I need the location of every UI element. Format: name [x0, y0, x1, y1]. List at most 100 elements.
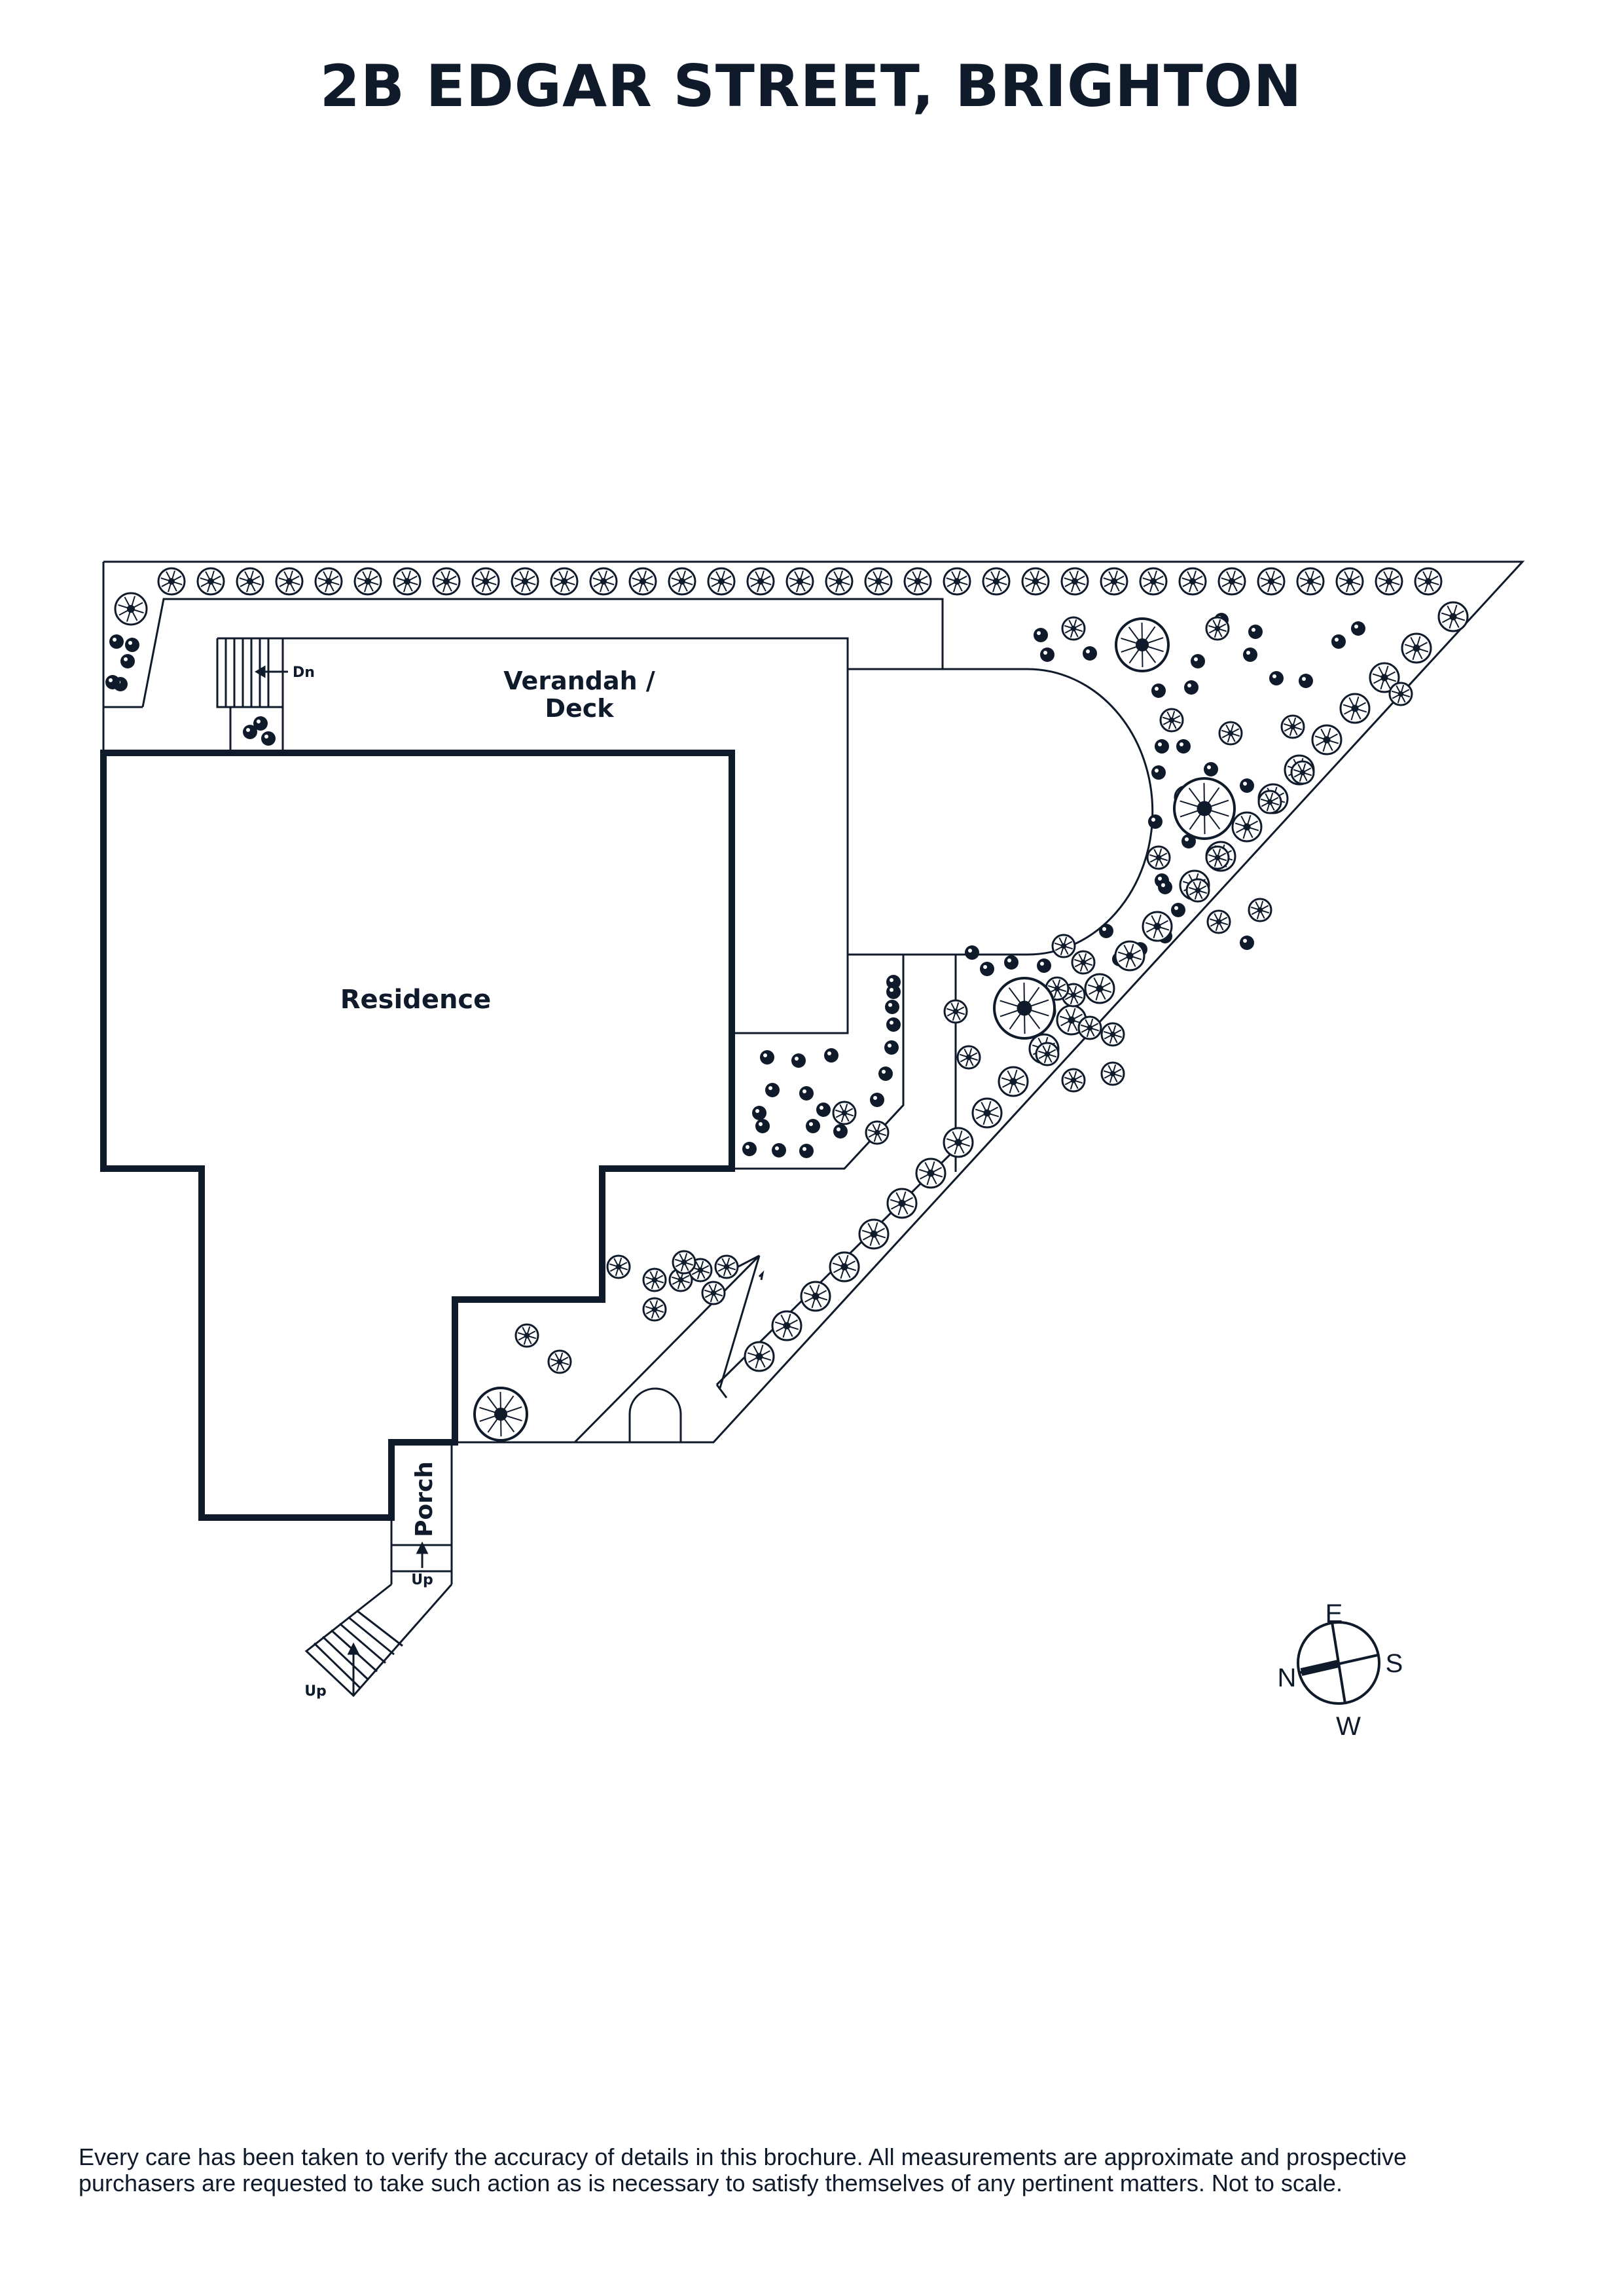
shrub-highlight [1151, 818, 1155, 822]
shrub-icon [885, 1000, 899, 1014]
compass: E S W N [1278, 1599, 1403, 1741]
tree-icon [642, 1267, 667, 1292]
shrub-highlight [775, 1146, 779, 1150]
tree-icon [1077, 1015, 1102, 1040]
tree-icon [1205, 616, 1230, 641]
shrub-highlight [827, 1051, 831, 1055]
hedge-tree-icon [825, 567, 854, 596]
page-title: 2B EDGAR STREET, BRIGHTON [319, 52, 1303, 120]
tree-icon [1061, 616, 1086, 641]
shrub-icon [1184, 680, 1198, 695]
tree-icon [1035, 1042, 1060, 1066]
compass-needle-north [1300, 1660, 1340, 1676]
hedge-tree-icon [800, 1281, 831, 1312]
tree-icon [701, 1281, 726, 1305]
shrub-icon [1158, 880, 1172, 894]
shrub-highlight [1302, 677, 1306, 681]
entry-steps-outline [304, 1583, 453, 1698]
disclaimer: Every care has been taken to verify the … [79, 2144, 1584, 2196]
tree-icon [1100, 1061, 1125, 1086]
shrub-highlight [1354, 625, 1358, 629]
shrub-icon [884, 1040, 899, 1055]
hedge-tree-icon [943, 1127, 974, 1158]
shrub-icon [833, 1124, 848, 1139]
shrub-highlight [1252, 628, 1255, 632]
shrub-highlight [1243, 782, 1247, 786]
hedge-tree-icon [1142, 911, 1173, 942]
shrubs [105, 613, 1365, 1158]
hedge-tree-icon [1375, 567, 1403, 596]
shrub-highlight [1155, 687, 1159, 691]
shrub-highlight [890, 978, 893, 982]
hedge-tree-icon [915, 1157, 946, 1189]
compass-south: S [1386, 1649, 1403, 1678]
shrub-icon [1204, 762, 1218, 776]
porch-label: Porch [411, 1461, 438, 1537]
hedge-tree-icon [1178, 567, 1207, 596]
hedge-tree-icon [1257, 567, 1286, 596]
shrub-icon [1299, 674, 1313, 688]
hedge-tree-icon [1437, 601, 1469, 632]
compass-ring [1297, 1621, 1380, 1705]
shrub-icon [1240, 936, 1254, 950]
entry-up-arrowhead [347, 1642, 360, 1655]
shrub-highlight [1243, 939, 1247, 943]
feature-tree-icon [1115, 617, 1170, 672]
hedge-tree-icon [886, 1188, 918, 1219]
shrub-highlight [257, 720, 261, 723]
deck-stairs-down-label: Dn [293, 665, 315, 681]
hedge-tree-icon [1060, 567, 1089, 596]
shrub-icon [886, 985, 901, 999]
shrub-icon [760, 1050, 774, 1065]
tree-icon [1388, 682, 1413, 706]
shrub-highlight [1158, 877, 1162, 881]
shrub-highlight [1335, 638, 1339, 642]
hedge-tree-icon [1311, 724, 1343, 756]
shrub-icon [878, 1066, 893, 1081]
shrub-icon [765, 1083, 780, 1097]
shrub-icon [806, 1119, 820, 1133]
tree-icon [642, 1297, 667, 1322]
shrub-highlight [809, 1122, 813, 1126]
hedge-tree-icon [511, 567, 539, 596]
shrub-highlight [113, 638, 117, 642]
shrub-highlight [888, 1003, 892, 1007]
shrub-highlight [1043, 651, 1047, 655]
compass-north: N [1278, 1664, 1297, 1692]
shrub-highlight [882, 1070, 886, 1074]
porch-up-label: Up [411, 1572, 433, 1588]
shrub-icon [816, 1102, 831, 1117]
tree-icon [514, 1323, 539, 1348]
shrub-highlight [1040, 962, 1044, 966]
tree-icon [1061, 1068, 1086, 1093]
rounded-terrace [848, 668, 1154, 956]
shrub-icon [791, 1053, 806, 1068]
tree-icon [1206, 909, 1231, 934]
shrub-icon [105, 675, 120, 689]
shrub-highlight [755, 1109, 759, 1113]
shrub-icon [125, 638, 139, 652]
tree-icon [1071, 950, 1096, 975]
hedge-tree-icon [943, 567, 971, 596]
shrub-icon [752, 1106, 766, 1120]
shrub-highlight [1207, 765, 1211, 769]
shrub-highlight [1086, 649, 1090, 653]
shrub-highlight [264, 735, 268, 738]
shrub-highlight [1161, 883, 1165, 887]
shrub-highlight [109, 678, 113, 682]
shrub-highlight [1007, 958, 1011, 962]
shrub-icon [243, 725, 257, 739]
shrub-highlight [802, 1089, 806, 1093]
shrub-icon [1240, 778, 1254, 793]
tree-icon [1280, 714, 1305, 739]
hedge-tree-icon [236, 567, 264, 596]
shrub-icon [824, 1048, 838, 1063]
site-boundary [103, 560, 1525, 1444]
shrub-icon [1040, 647, 1054, 662]
shrub-icon [253, 716, 268, 731]
hedge-tree-icon [1401, 632, 1432, 664]
shrub-icon [1155, 739, 1169, 754]
tree-icon [1290, 760, 1315, 785]
shrub-highlight [1185, 837, 1189, 841]
